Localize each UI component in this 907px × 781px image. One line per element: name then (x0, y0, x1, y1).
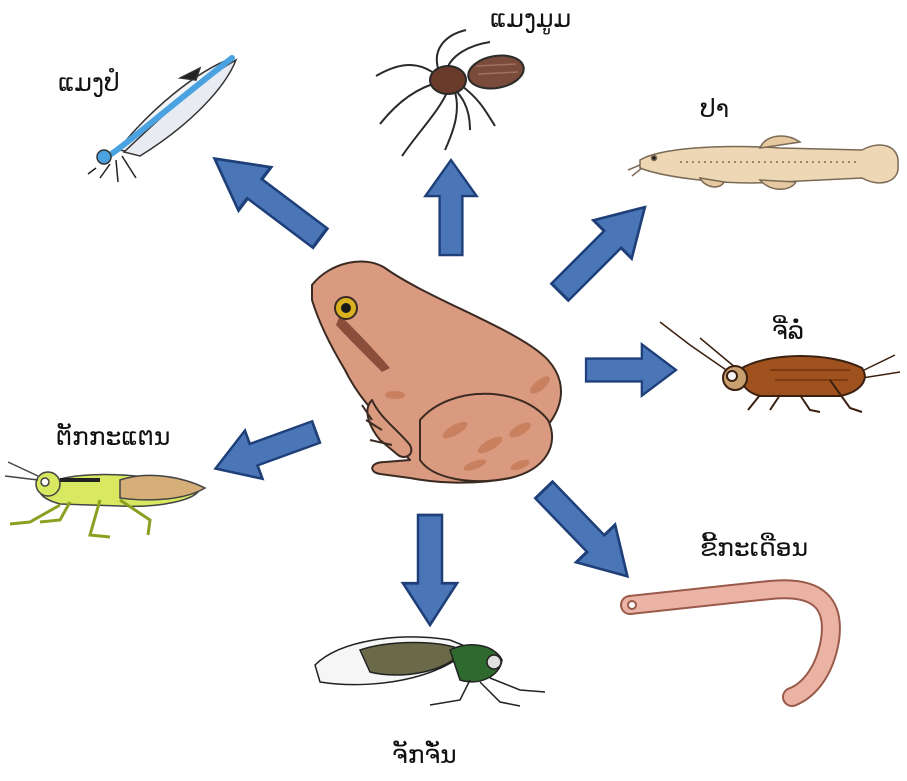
cicada-icon (315, 637, 545, 706)
damselfly-icon (88, 58, 236, 182)
arrow-to-earthworm (525, 471, 647, 595)
arrow-to-spider (425, 160, 476, 255)
cricket-icon (660, 322, 900, 412)
arrow-to-cicada (403, 515, 457, 625)
frog-icon (312, 262, 561, 483)
fish-icon (628, 136, 898, 189)
spider-icon (376, 30, 526, 156)
arrow-to-dragonfly (198, 137, 336, 260)
arrow-to-cricket (586, 344, 676, 395)
arrow-to-fish (541, 188, 664, 311)
arrow-to-grasshopper (207, 408, 325, 493)
earthworm-icon (628, 589, 831, 697)
grasshopper-icon (5, 462, 205, 537)
